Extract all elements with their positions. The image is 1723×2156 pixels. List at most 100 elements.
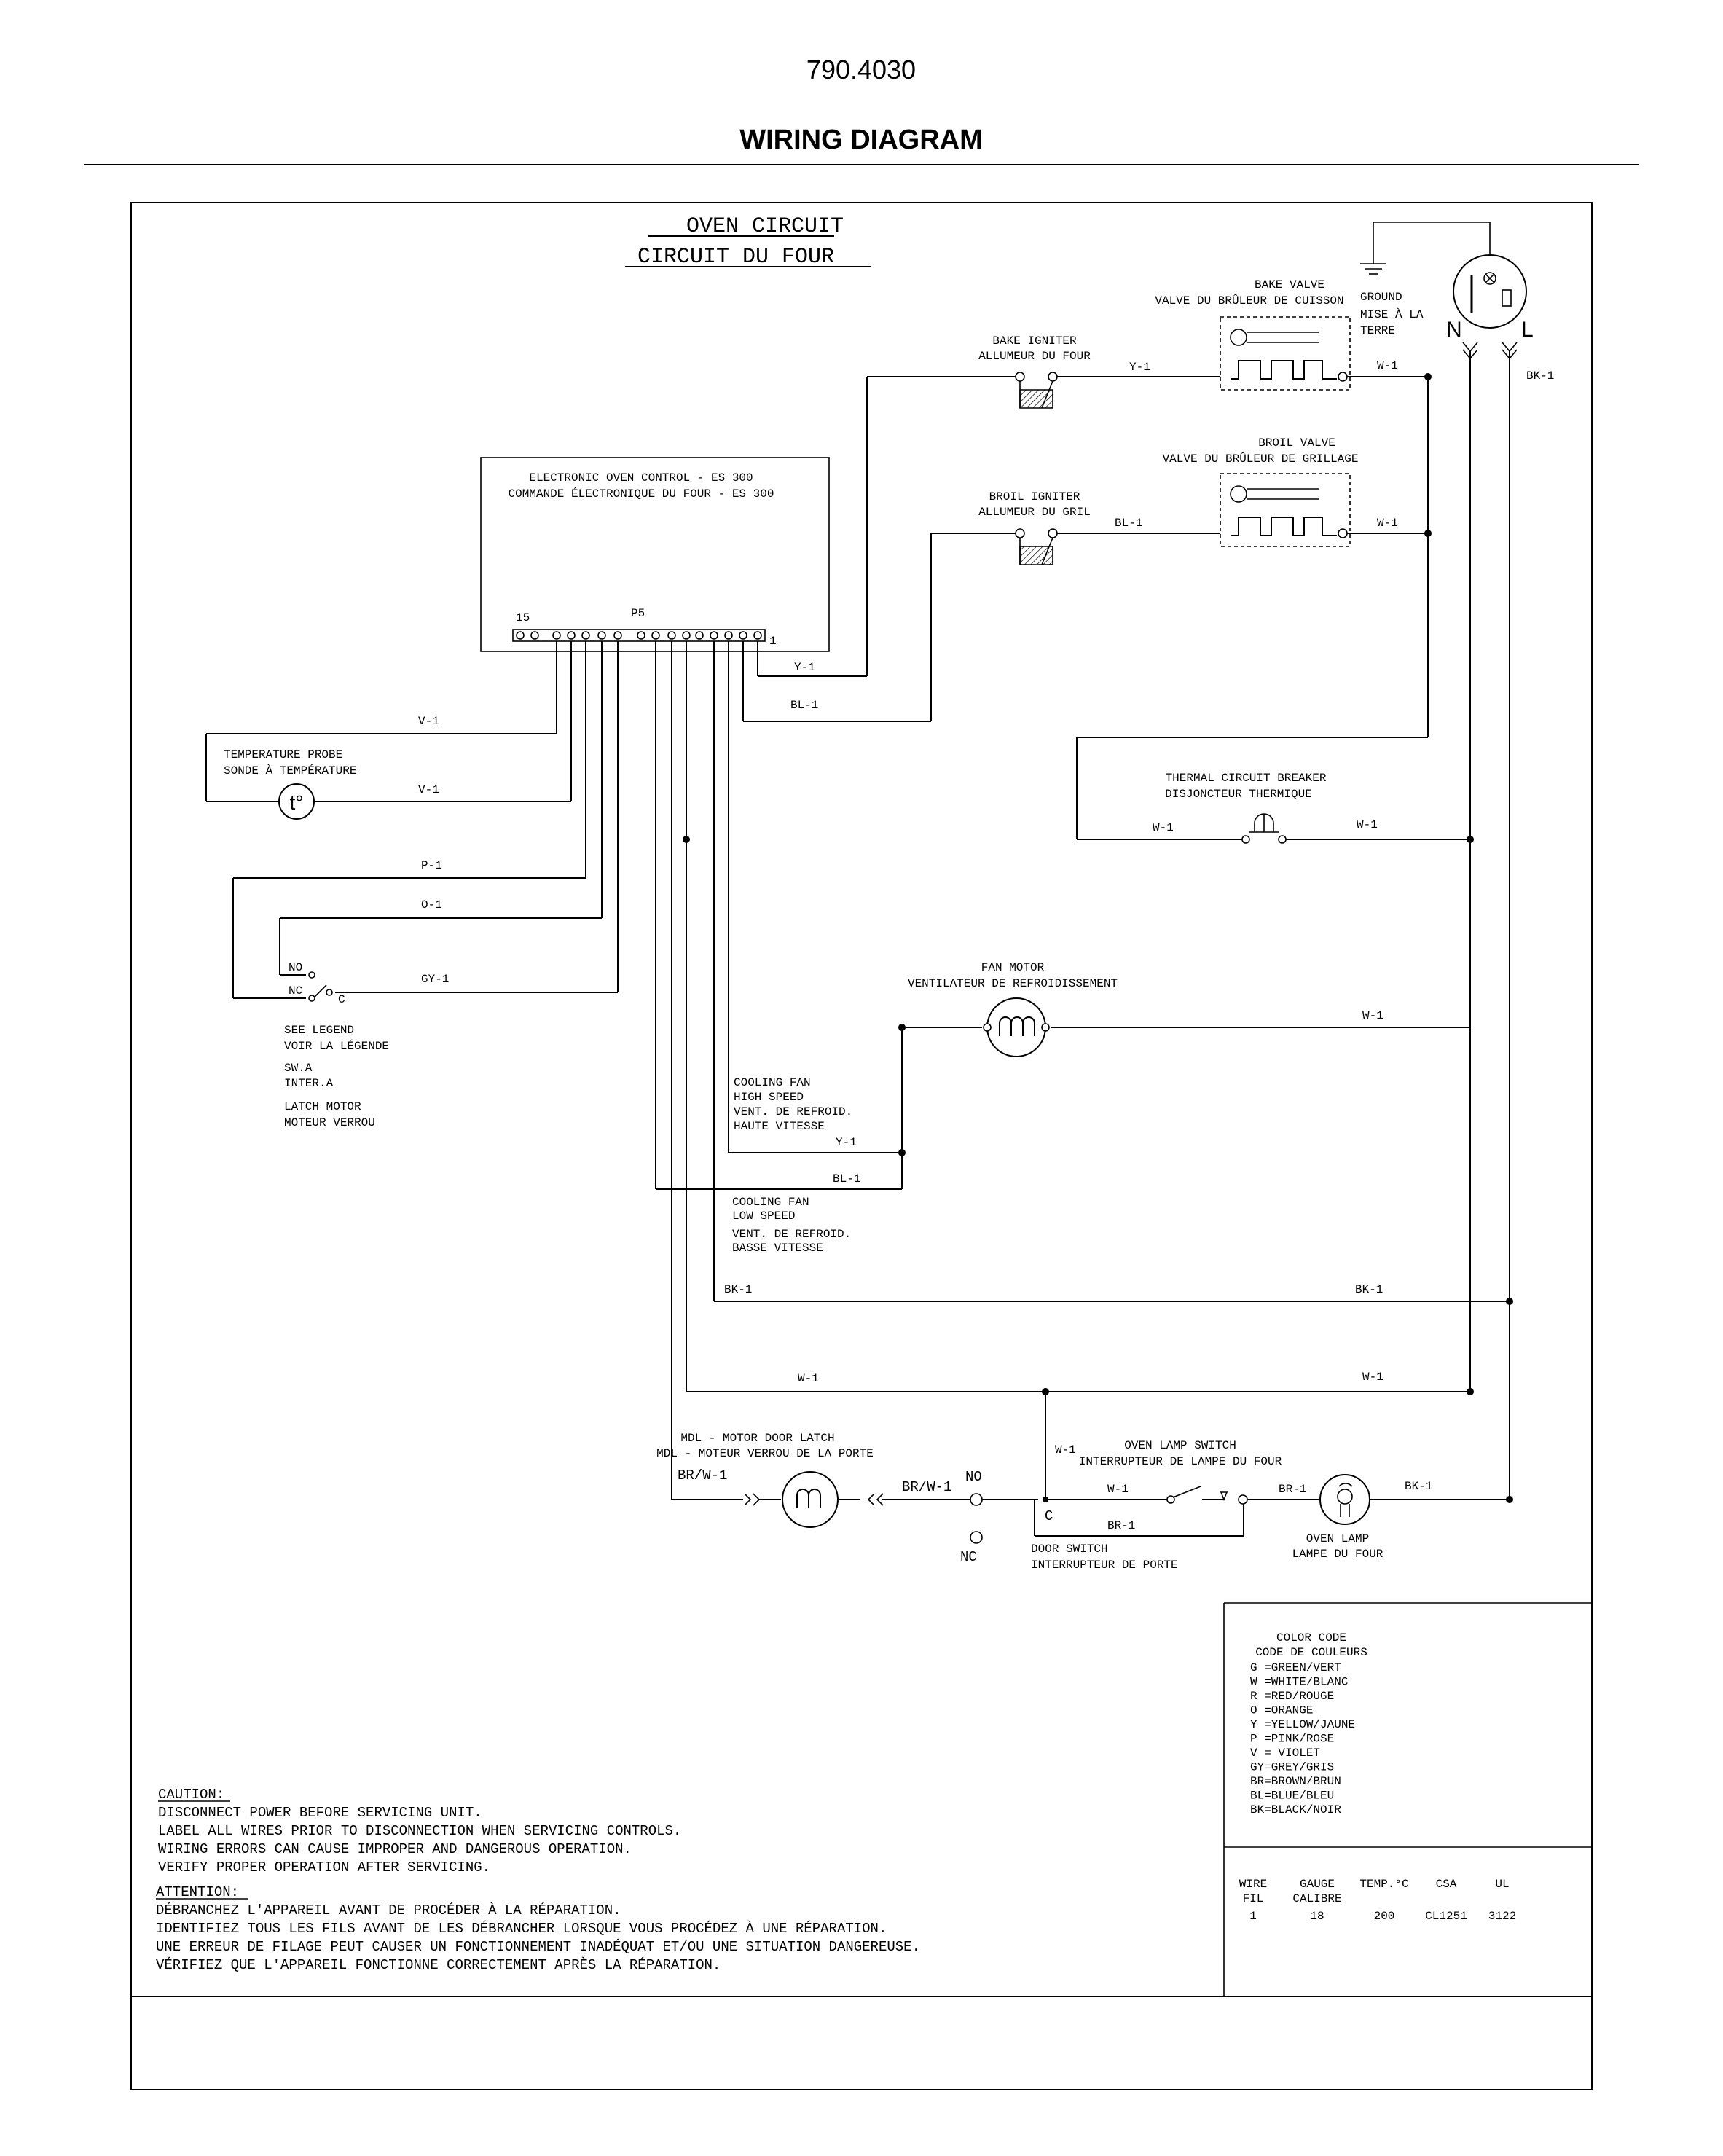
door-switch xyxy=(970,1493,1038,1544)
thermal-circuit-breaker xyxy=(1241,813,1287,844)
spec-value-gauge: 18 xyxy=(1310,1910,1324,1923)
color-code-box: COLOR CODE CODE DE COULEURS G =GREEN/VER… xyxy=(1223,1602,1592,1996)
wire-label-o1: O-1 xyxy=(421,898,442,912)
control-label-en: ELECTRONIC OVEN CONTROL - ES 300 xyxy=(529,471,753,485)
spec-value-ul: 3122 xyxy=(1488,1910,1516,1923)
wire-label-w1-broil: W-1 xyxy=(1377,517,1398,530)
cool-low-2: LOW SPEED xyxy=(732,1210,795,1223)
color-code-entry: BK=BLACK/NOIR xyxy=(1250,1803,1341,1816)
spec-header-ul: UL xyxy=(1495,1878,1509,1891)
wire-spec-table: WIRE FIL GAUGE CALIBRE TEMP.°C CSA UL 1 … xyxy=(1239,1878,1516,1923)
attention-line-2: IDENTIFIEZ TOUS LES FILS AVANT DE LES DÉ… xyxy=(156,1921,887,1937)
spec-header-wire: WIRE xyxy=(1239,1878,1267,1891)
lamp-switch-label-en: OVEN LAMP SWITCH xyxy=(1124,1439,1236,1452)
door-switch-label-fr: INTERRUPTEUR DE PORTE xyxy=(1031,1559,1178,1572)
probe-label-en: TEMPERATURE PROBE xyxy=(224,748,342,761)
wire-label-w1-door: W-1 xyxy=(1055,1443,1076,1457)
color-code-title-fr: CODE DE COULEURS xyxy=(1255,1646,1367,1659)
broil-valve-label-fr: VALVE DU BRÛLEUR DE GRILLAGE xyxy=(1163,452,1359,466)
door-switch-no-label: NO xyxy=(965,1469,982,1485)
spec-value-csa: CL1251 xyxy=(1425,1910,1467,1923)
caution-line-3: WIRING ERRORS CAN CAUSE IMPROPER AND DAN… xyxy=(158,1841,632,1857)
wire-label-v1-bottom: V-1 xyxy=(418,783,439,796)
cool-low-3: VENT. DE REFROID. xyxy=(732,1228,851,1241)
wire-label-br1-bottom: BR-1 xyxy=(1107,1519,1135,1532)
latch-nc-label: NC xyxy=(289,984,302,997)
caution-title: CAUTION: xyxy=(158,1787,224,1803)
oven-lamp xyxy=(1319,1474,1370,1525)
bake-igniter-label-fr: ALLUMEUR DU FOUR xyxy=(978,350,1091,363)
wire-label-gy1: GY-1 xyxy=(421,973,449,986)
p5-pins xyxy=(516,631,762,640)
breaker-label-fr: DISJONCTEUR THERMIQUE xyxy=(1165,788,1312,801)
wire-label-w1-fan: W-1 xyxy=(1362,1009,1383,1022)
broil-igniter-label-fr: ALLUMEUR DU GRIL xyxy=(978,506,1091,519)
part-number: 790.4030 xyxy=(806,55,916,85)
wire-label-bk1-right: BK-1 xyxy=(1355,1283,1383,1296)
color-code-title: COLOR CODE xyxy=(1276,1631,1346,1645)
wire-label-w1-breaker-left: W-1 xyxy=(1153,821,1174,834)
bake-valve xyxy=(1220,316,1351,391)
wire-label-bk1-lamp: BK-1 xyxy=(1405,1480,1432,1493)
oven-lamp-switch xyxy=(1166,1486,1248,1505)
latch-legend-1: SEE LEGEND xyxy=(284,1024,354,1037)
door-switch-nc-label: NC xyxy=(960,1549,977,1565)
diagram-frame xyxy=(130,202,1593,2090)
broil-valve-label-en: BROIL VALVE xyxy=(1258,436,1335,450)
wire-label-v1-top: V-1 xyxy=(418,715,439,728)
cool-high-4: HAUTE VITESSE xyxy=(734,1120,825,1133)
bake-igniter xyxy=(1015,372,1058,409)
fan-motor-label-en: FAN MOTOR xyxy=(981,961,1045,974)
mdl-label-en: MDL - MOTOR DOOR LATCH xyxy=(680,1432,834,1445)
circuit-title-fr: CIRCUIT DU FOUR xyxy=(637,245,834,270)
wire-label-y1-high: Y-1 xyxy=(836,1136,857,1149)
broil-igniter xyxy=(1015,528,1058,565)
attention-line-4: VÉRIFIEZ QUE L'APPAREIL FONCTIONNE CORRE… xyxy=(156,1957,721,1973)
motor-door-latch xyxy=(744,1471,884,1528)
lamp-switch-label-fr: INTERRUPTEUR DE LAMPE DU FOUR xyxy=(1079,1455,1282,1468)
wire-label-brw1-left: BR/W-1 xyxy=(678,1467,727,1483)
color-code-entry: GY=GREY/GRIS xyxy=(1250,1761,1334,1774)
cool-high-1: COOLING FAN xyxy=(734,1076,811,1089)
color-code-entry: W =WHITE/BLANC xyxy=(1250,1676,1348,1689)
circuit-title-en: OVEN CIRCUIT xyxy=(686,214,844,239)
pin-1-label: 1 xyxy=(769,635,777,648)
spec-value-wire: 1 xyxy=(1249,1910,1257,1923)
connector-p5-label: P5 xyxy=(631,607,645,620)
caution-line-4: VERIFY PROPER OPERATION AFTER SERVICING. xyxy=(158,1859,490,1875)
color-code-entry: V = VIOLET xyxy=(1250,1747,1320,1760)
wire-label-bl1-control: BL-1 xyxy=(790,699,818,712)
color-code-entry: O =ORANGE xyxy=(1250,1704,1313,1717)
latch-no-label: NO xyxy=(289,961,302,974)
latch-c-label: C xyxy=(338,993,345,1006)
junction-dots xyxy=(683,373,1513,1503)
door-switch-label-en: DOOR SWITCH xyxy=(1031,1542,1108,1556)
wire-label-bk1-left: BK-1 xyxy=(724,1283,752,1296)
wire-label-brw1-right: BR/W-1 xyxy=(902,1479,951,1495)
wire-label-y1-control: Y-1 xyxy=(794,661,815,674)
page-title: WIRING DIAGRAM xyxy=(739,125,983,155)
attention-title: ATTENTION: xyxy=(156,1884,239,1900)
door-switch-c-label: C xyxy=(1045,1508,1053,1524)
color-code-entry: BR=BROWN/BRUN xyxy=(1250,1775,1341,1788)
wire-label-w1-breaker-right: W-1 xyxy=(1357,818,1378,831)
bake-igniter-label-en: BAKE IGNITER xyxy=(992,334,1077,348)
temperature-probe: t° xyxy=(278,783,315,820)
wire-label-w1-left: W-1 xyxy=(798,1372,819,1385)
probe-label-fr: SONDE À TEMPÉRATURE xyxy=(224,764,356,777)
color-code-entry: G =GREEN/VERT xyxy=(1250,1661,1341,1674)
fan-motor-label-fr: VENTILATEUR DE REFROIDISSEMENT xyxy=(908,977,1118,990)
wire-label-bl1-broil: BL-1 xyxy=(1115,517,1142,530)
wire-label-w1-bake: W-1 xyxy=(1377,359,1398,372)
spec-header-gauge: GAUGE xyxy=(1300,1878,1335,1891)
cool-low-4: BASSE VITESSE xyxy=(732,1242,823,1255)
cool-high-3: VENT. DE REFROID. xyxy=(734,1105,852,1118)
latch-legend-4: INTER.A xyxy=(284,1077,334,1090)
circuit-title: OVEN CIRCUIT CIRCUIT DU FOUR xyxy=(625,214,871,270)
latch-switch xyxy=(308,971,333,1002)
wire-label-w1-lamp: W-1 xyxy=(1107,1483,1129,1496)
spec-value-temp: 200 xyxy=(1374,1910,1395,1923)
spec-header-gauge-fr: CALIBRE xyxy=(1292,1892,1341,1905)
latch-legend-2: VOIR LA LÉGENDE xyxy=(284,1039,389,1053)
